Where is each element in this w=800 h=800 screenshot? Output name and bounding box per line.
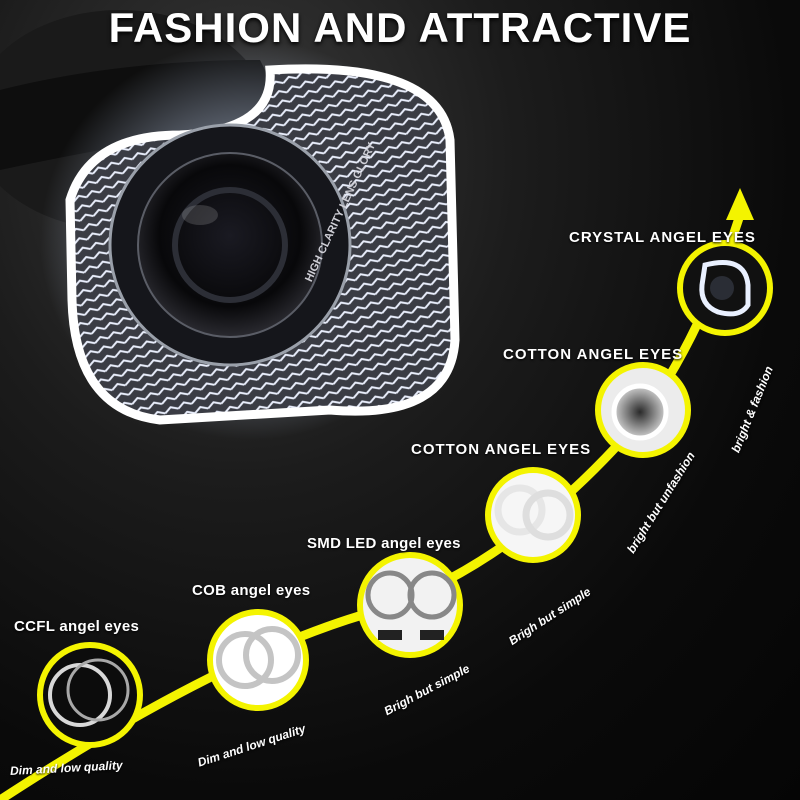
product-cob [207, 609, 309, 711]
stage-label-cob: COB angel eyes [192, 582, 311, 599]
product-circle [207, 609, 309, 711]
smd-ring-icon [407, 570, 457, 620]
driver-box-icon [378, 630, 402, 640]
stage-label-crystal: CRYSTAL ANGEL EYES [569, 229, 756, 246]
arrow-head-icon [726, 188, 754, 220]
cotton-projector-icon [611, 383, 669, 441]
crystal-lens-icon [710, 276, 734, 300]
stage-label-cotton: COTTON ANGEL EYES [411, 441, 592, 458]
product-ccfl [37, 642, 143, 748]
product-smd [357, 552, 463, 658]
stage-label-smd: SMD LED angel eyes [307, 535, 461, 552]
headlight-photo: HIGH CLARITY LENS GLORY [0, 10, 460, 440]
cotton-ring-icon [494, 484, 546, 536]
product-cotton-projector [595, 362, 691, 458]
lens-reflection [182, 205, 218, 225]
crystal-shroud-icon [699, 260, 751, 317]
product-cotton [485, 467, 581, 563]
cob-ring-icon [216, 631, 274, 689]
stage-label-ccfl: CCFL angel eyes [14, 618, 140, 635]
cob-ring-icon [243, 626, 301, 684]
stage-label-cotton-projector: COTTON ANGEL EYES [503, 346, 684, 363]
projector-lens [137, 152, 323, 338]
page-title: FASHION AND ATTRACTIVE [108, 4, 692, 51]
cotton-ring-icon [522, 489, 574, 541]
lens-inner-ring [172, 187, 288, 303]
progression-curve [0, 210, 745, 800]
product-crystal [677, 240, 773, 336]
driver-box-icon [420, 630, 444, 640]
ccfl-ring-icon [66, 658, 130, 722]
